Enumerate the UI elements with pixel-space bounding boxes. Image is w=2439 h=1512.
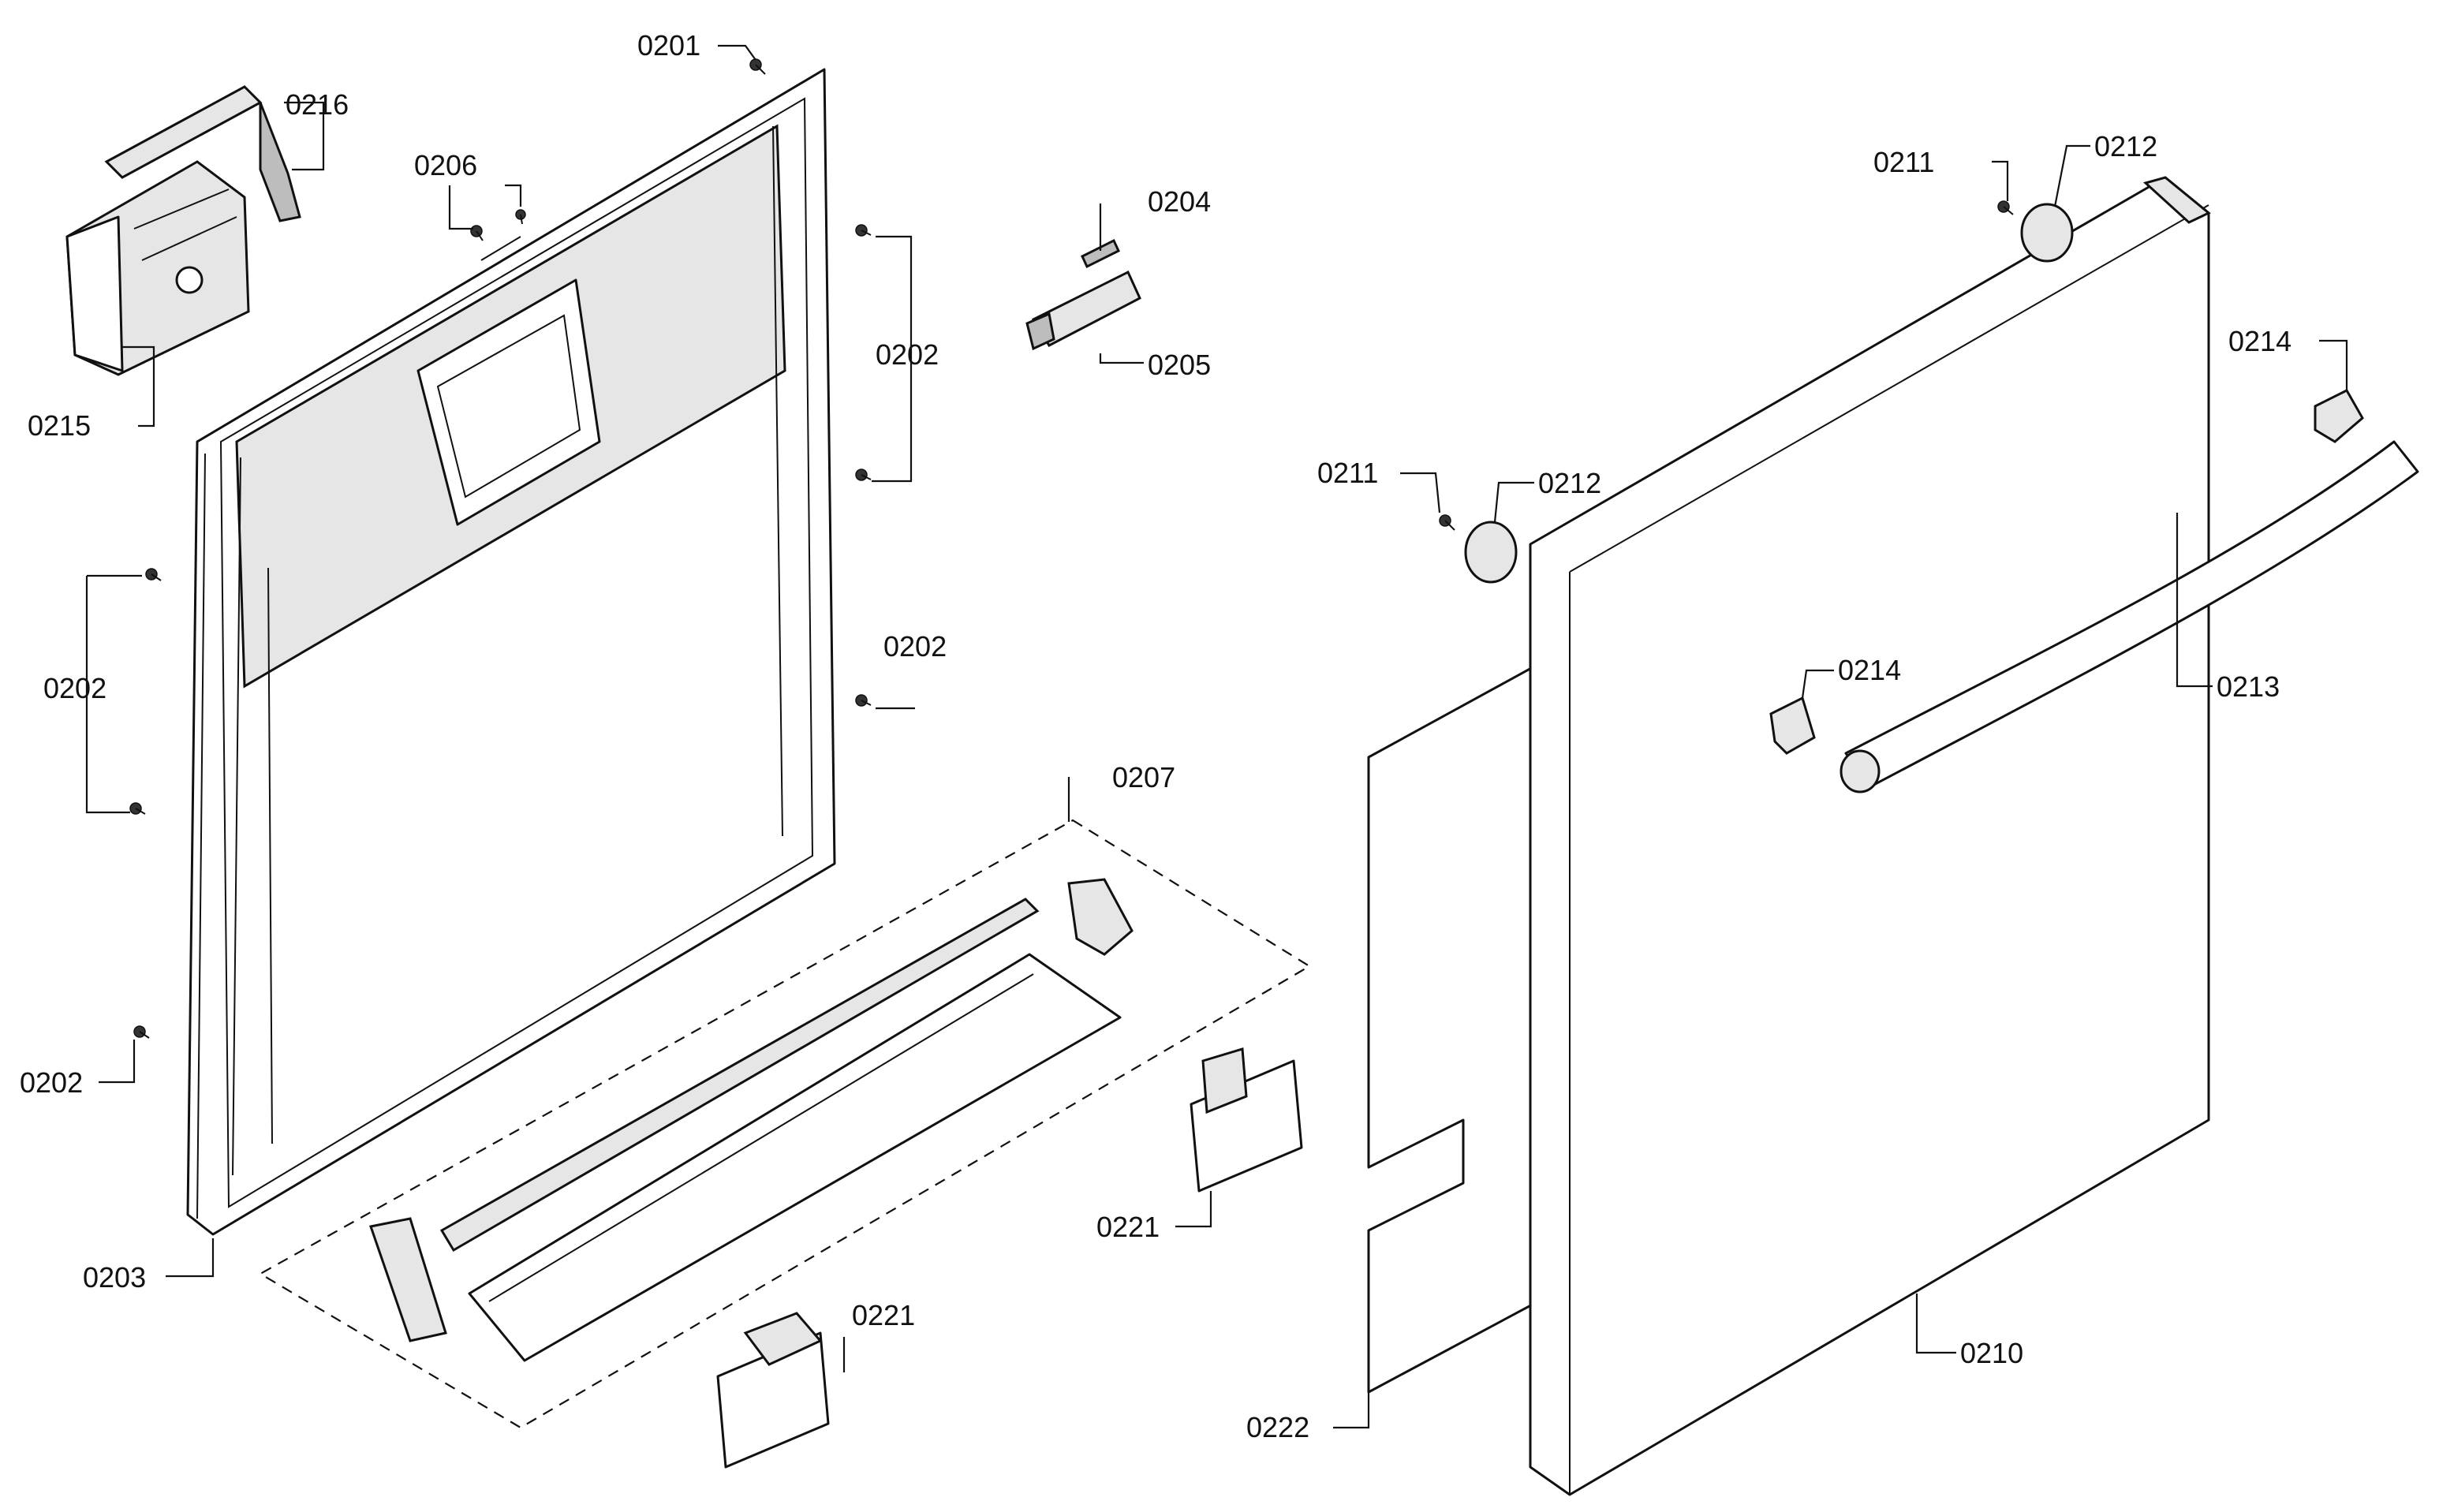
outer-door-panel bbox=[1529, 176, 2211, 1496]
callout-0211-top: 0211 bbox=[1873, 146, 1934, 178]
callout-0207: 0207 bbox=[1112, 761, 1175, 793]
callout-0202-right: 0202 bbox=[883, 630, 947, 663]
callout-0216: 0216 bbox=[286, 88, 349, 121]
dispenser-bracket bbox=[104, 85, 301, 222]
leader-lines bbox=[85, 44, 2348, 1429]
hinge-caps bbox=[716, 1047, 1303, 1469]
callout-0215: 0215 bbox=[28, 409, 91, 442]
callout-0211-mid: 0211 bbox=[1317, 457, 1378, 489]
callout-0202-lower-left: 0202 bbox=[20, 1066, 83, 1099]
callout-0221-left: 0221 bbox=[852, 1299, 915, 1331]
callout-0222: 0222 bbox=[1246, 1411, 1309, 1443]
callout-0205: 0205 bbox=[1148, 349, 1211, 381]
callout-0213: 0213 bbox=[2217, 670, 2280, 703]
callout-labels: 0201 0216 0206 0202 0215 0202 0202 0202 … bbox=[20, 29, 2291, 1443]
callout-0214-top: 0214 bbox=[2228, 325, 2291, 357]
latch-parts bbox=[1025, 238, 1141, 351]
callout-0221-right: 0221 bbox=[1096, 1211, 1160, 1243]
insulation-pad bbox=[1367, 665, 1540, 1394]
callout-0201: 0201 bbox=[637, 29, 700, 62]
detergent-dispenser bbox=[65, 160, 250, 376]
callout-0204: 0204 bbox=[1148, 185, 1211, 218]
hole-caps bbox=[1464, 203, 2074, 584]
callout-0202-left: 0202 bbox=[43, 672, 106, 704]
callout-0214-mid: 0214 bbox=[1838, 654, 1901, 686]
handle-endcaps bbox=[1769, 389, 2364, 755]
callout-0203: 0203 bbox=[83, 1261, 146, 1294]
door-handle bbox=[1840, 440, 2419, 793]
inner-door-frame bbox=[186, 68, 836, 1236]
callout-0212-top: 0212 bbox=[2094, 130, 2157, 162]
callout-0212-mid: 0212 bbox=[1538, 467, 1601, 499]
callout-0210: 0210 bbox=[1960, 1337, 2023, 1369]
gasket-kit bbox=[258, 819, 1312, 1429]
callout-0202-upper-right: 0202 bbox=[876, 338, 939, 371]
screws bbox=[129, 58, 2014, 1039]
callout-0206: 0206 bbox=[414, 149, 477, 181]
